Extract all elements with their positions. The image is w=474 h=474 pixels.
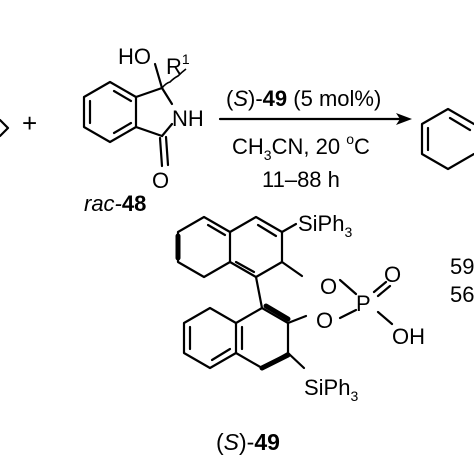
product-fragment — [420, 107, 474, 171]
r1-label: R1 — [166, 51, 190, 79]
hydroxyl-label: HO — [118, 44, 151, 69]
yield-line-1: 59 — [450, 254, 474, 279]
phosphorus-label: P — [356, 291, 371, 316]
nh-label: NH — [172, 106, 204, 131]
silyl-top-label: SiPh3 — [298, 211, 352, 240]
catalyst-conditions: (S)-49 (5 mol%) — [226, 86, 381, 111]
hydroxyl-p-label: OH — [392, 324, 425, 349]
reactant-label: rac-48 — [84, 191, 146, 216]
oxygen-top-label: O — [320, 274, 337, 299]
carbonyl-oxygen-label: O — [152, 168, 169, 193]
oxygen-bottom-label: O — [316, 308, 333, 333]
left-edge-fragment — [0, 118, 10, 138]
solvent-temperature: CH3CN, 20 oC — [232, 131, 370, 163]
yield-line-2: 56 — [450, 282, 474, 307]
catalyst-label: (S)-49 — [216, 429, 280, 455]
reactant-48-structure — [82, 62, 187, 168]
reaction-arrow — [218, 113, 412, 125]
phosphoryl-oxygen-label: O — [384, 262, 401, 287]
silyl-bottom-label: SiPh3 — [304, 375, 358, 404]
reaction-time: 11–88 h — [262, 167, 340, 192]
catalyst-49-structure — [175, 215, 394, 371]
plus-sign: + — [22, 108, 37, 138]
